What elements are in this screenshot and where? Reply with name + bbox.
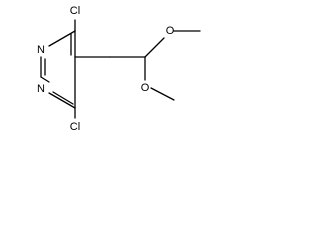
atom-n-lower-label: N — [37, 83, 45, 95]
bond-c4-n3 — [48, 30, 76, 47]
molecule-structure: Cl N N Cl O O — [37, 5, 201, 133]
bond-n1-c6 — [48, 92, 76, 109]
atom-n-upper-label: N — [37, 44, 45, 56]
bond-o-lower-me — [150, 87, 175, 101]
atom-o-lower-label: O — [141, 82, 150, 94]
bond-n1-c6-inner — [52, 91, 74, 105]
atom-o-upper-label: O — [166, 25, 175, 37]
bond-c2-n1 — [40, 76, 50, 83]
bond-ch-o-upper — [144, 37, 165, 58]
atom-cl-top-label: Cl — [70, 5, 80, 17]
atom-cl-bottom-label: Cl — [70, 121, 80, 133]
